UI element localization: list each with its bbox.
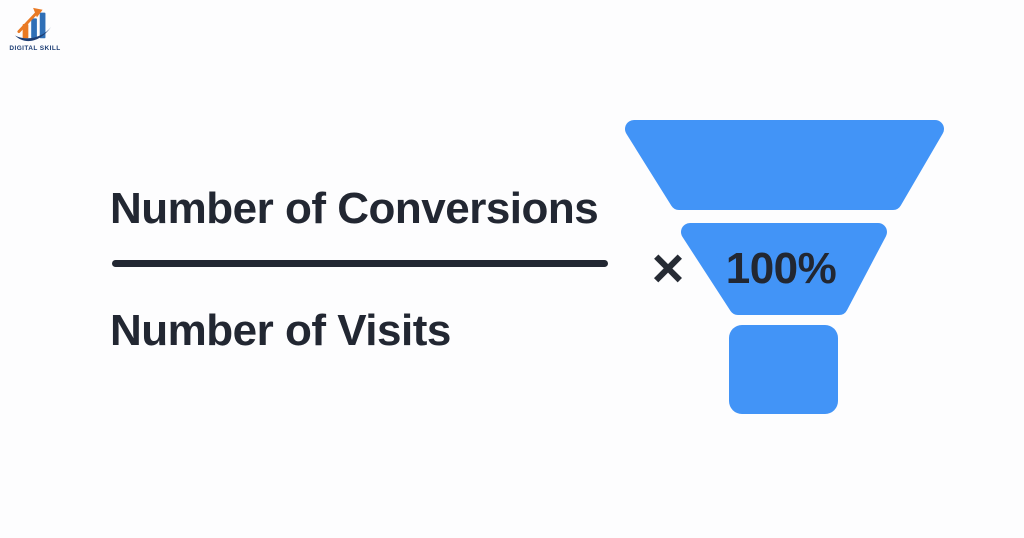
funnel-icon	[625, 120, 944, 414]
funnel-bottom-segment	[729, 325, 838, 414]
fraction-divider-line	[112, 260, 608, 267]
multiplier-label: 100%	[725, 244, 837, 293]
brand-name: DIGITAL SKILL	[9, 45, 61, 52]
funnel-top-segment	[625, 120, 944, 210]
growth-chart-icon	[15, 7, 52, 42]
numerator-label: Number of Conversions	[110, 184, 599, 233]
brand-logo: DIGITAL SKILL	[8, 6, 62, 52]
funnel-middle-segment	[681, 223, 887, 315]
denominator-label: Number of Visits	[110, 306, 451, 355]
multiply-operator: ×	[651, 236, 685, 299]
